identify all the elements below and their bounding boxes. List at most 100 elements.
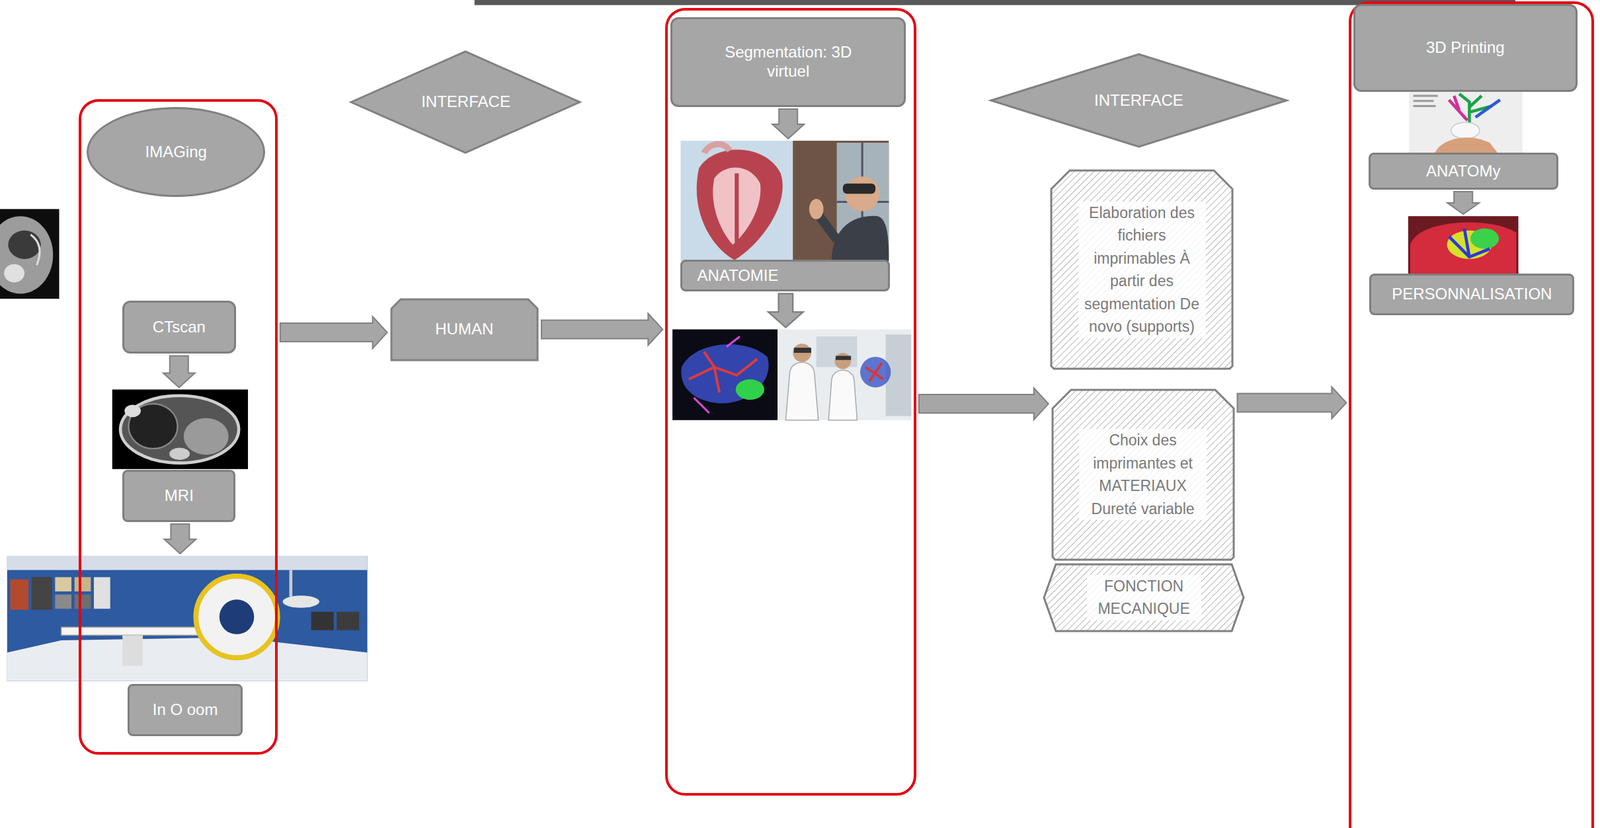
printed-model-image-part	[1475, 99, 1501, 118]
ct-image-part	[183, 418, 229, 456]
node-label: FONCTION MECANIQUE	[1086, 575, 1202, 621]
process-box: Segmentation: 3D virtuel	[670, 17, 907, 108]
heart-image-part	[680, 140, 793, 262]
node-label: MRI	[164, 486, 194, 506]
printed-personalised-model-image-part	[1470, 228, 1499, 250]
operating-room-image-part	[122, 635, 143, 666]
ct-image-part	[120, 396, 239, 464]
heart-image-part	[704, 144, 730, 153]
block-arrow	[163, 524, 196, 555]
image-box: MRI	[112, 389, 248, 523]
label-bar: ANATOMIE	[680, 259, 890, 292]
shape-fill	[1043, 564, 1244, 632]
operating-room-image-part	[7, 556, 368, 571]
block-arrow	[1447, 191, 1480, 215]
node-label: Elaboration des fichiers imprimables À p…	[1078, 201, 1206, 339]
operating-room-image-part	[9, 579, 29, 610]
printed-personalised-model-image	[1408, 216, 1519, 278]
block-arrow	[280, 316, 388, 349]
imaging-group: IMAGingCTscanMRI In O oom	[78, 99, 278, 756]
ct-slice-thumbnail	[0, 208, 60, 299]
process-box: HUMAN	[390, 298, 539, 362]
operating-room-image-part	[219, 599, 254, 635]
printed-personalised-model-image-part	[1408, 216, 1519, 278]
shape-ground	[1051, 170, 1233, 369]
printing-group: 3D PrintingANATOMyPERSONNALISATION	[1348, 1, 1594, 828]
shape-fill	[991, 54, 1287, 147]
shape-ground	[1052, 390, 1234, 560]
node-label: ANATOMIE	[696, 266, 779, 286]
printed-model-image	[1408, 81, 1522, 157]
hologram-users-image-part	[835, 356, 851, 361]
process-box: 3D Printing	[1353, 3, 1579, 92]
decision-diamond: INTERFACE	[989, 52, 1288, 149]
ct-image-part	[124, 405, 141, 418]
ct-image-part	[112, 389, 248, 469]
hologram-users-image	[777, 329, 912, 420]
hologram-users-image-part	[865, 362, 884, 382]
image-box: ANATOMy	[1368, 81, 1559, 190]
decision-diamond: INTERFACE	[349, 50, 582, 155]
heart-image-part	[734, 173, 739, 243]
operating-room-image-part	[74, 577, 92, 592]
image-box: PERSONNALISATION	[1369, 216, 1575, 316]
liver-model-image-part	[680, 344, 769, 404]
node-label: HUMAN	[435, 320, 494, 340]
operating-room-image-part	[289, 570, 293, 598]
printed-model-image-part	[1413, 95, 1439, 98]
operating-room-image-part	[7, 556, 368, 682]
printed-model-image-part	[1408, 81, 1522, 157]
label-bar: In O oom	[127, 684, 243, 737]
headset-user-image-part	[809, 199, 824, 220]
liver-model-image-part	[735, 379, 765, 400]
image-box: ANATOMIE	[680, 140, 890, 292]
operating-room-image-part	[336, 612, 360, 631]
shape-fill	[351, 51, 580, 153]
heart-image-part	[696, 150, 783, 261]
operating-room-image-part	[282, 595, 320, 609]
operating-room-image-part	[31, 577, 53, 610]
hologram-users-image-part	[777, 329, 912, 420]
hologram-users-image-part	[834, 353, 851, 370]
heart-image-part	[712, 167, 761, 246]
operating-room-image-part	[195, 576, 278, 658]
down-arrow	[768, 293, 803, 328]
node-label: INTERFACE	[421, 92, 511, 112]
ct-image	[112, 389, 248, 469]
hologram-users-image-part	[828, 370, 857, 421]
liver-model-image-part	[693, 336, 740, 414]
segmentation-group: Segmentation: 3D virtuelANATOMIE	[665, 7, 917, 796]
hologram-users-image-part	[794, 347, 812, 354]
imaging-ellipse: IMAGing	[86, 107, 266, 198]
shape-fill	[1052, 390, 1234, 560]
operating-room-image-part	[74, 595, 92, 610]
printed-model-image-part	[1449, 95, 1468, 121]
label-bar: MRI	[122, 470, 236, 523]
heart-image	[680, 140, 793, 262]
node-label: Segmentation: 3D virtuel	[721, 42, 855, 82]
headset-user-image-part	[831, 216, 889, 262]
ct-slice-thumbnail-part	[30, 234, 40, 266]
node-label: CTscan	[152, 318, 206, 338]
shape-fill	[1051, 170, 1233, 369]
block-arrow	[1237, 387, 1347, 420]
node-label: PERSONNALISATION	[1391, 284, 1552, 305]
node-label: 3D Printing	[1426, 38, 1505, 58]
down-arrow-part	[768, 293, 803, 328]
headset-user-image	[792, 140, 889, 262]
printed-personalised-model-image-part	[1449, 228, 1491, 258]
printed-personalised-model-image-part	[1410, 222, 1517, 278]
printed-model-image-part	[1413, 99, 1435, 102]
ct-slice-thumbnail-part	[0, 216, 53, 294]
block-arrow	[163, 355, 196, 388]
node-label: In O oom	[152, 700, 219, 720]
headset-user-image-part	[792, 140, 889, 262]
node-label: IMAGing	[145, 142, 207, 162]
label-bar: PERSONNALISATION	[1369, 273, 1575, 316]
image-box: In O oom	[7, 556, 368, 737]
block-arrow	[772, 109, 804, 139]
ct-slice-thumbnail-part	[3, 264, 25, 283]
liver-model-image	[672, 329, 778, 420]
